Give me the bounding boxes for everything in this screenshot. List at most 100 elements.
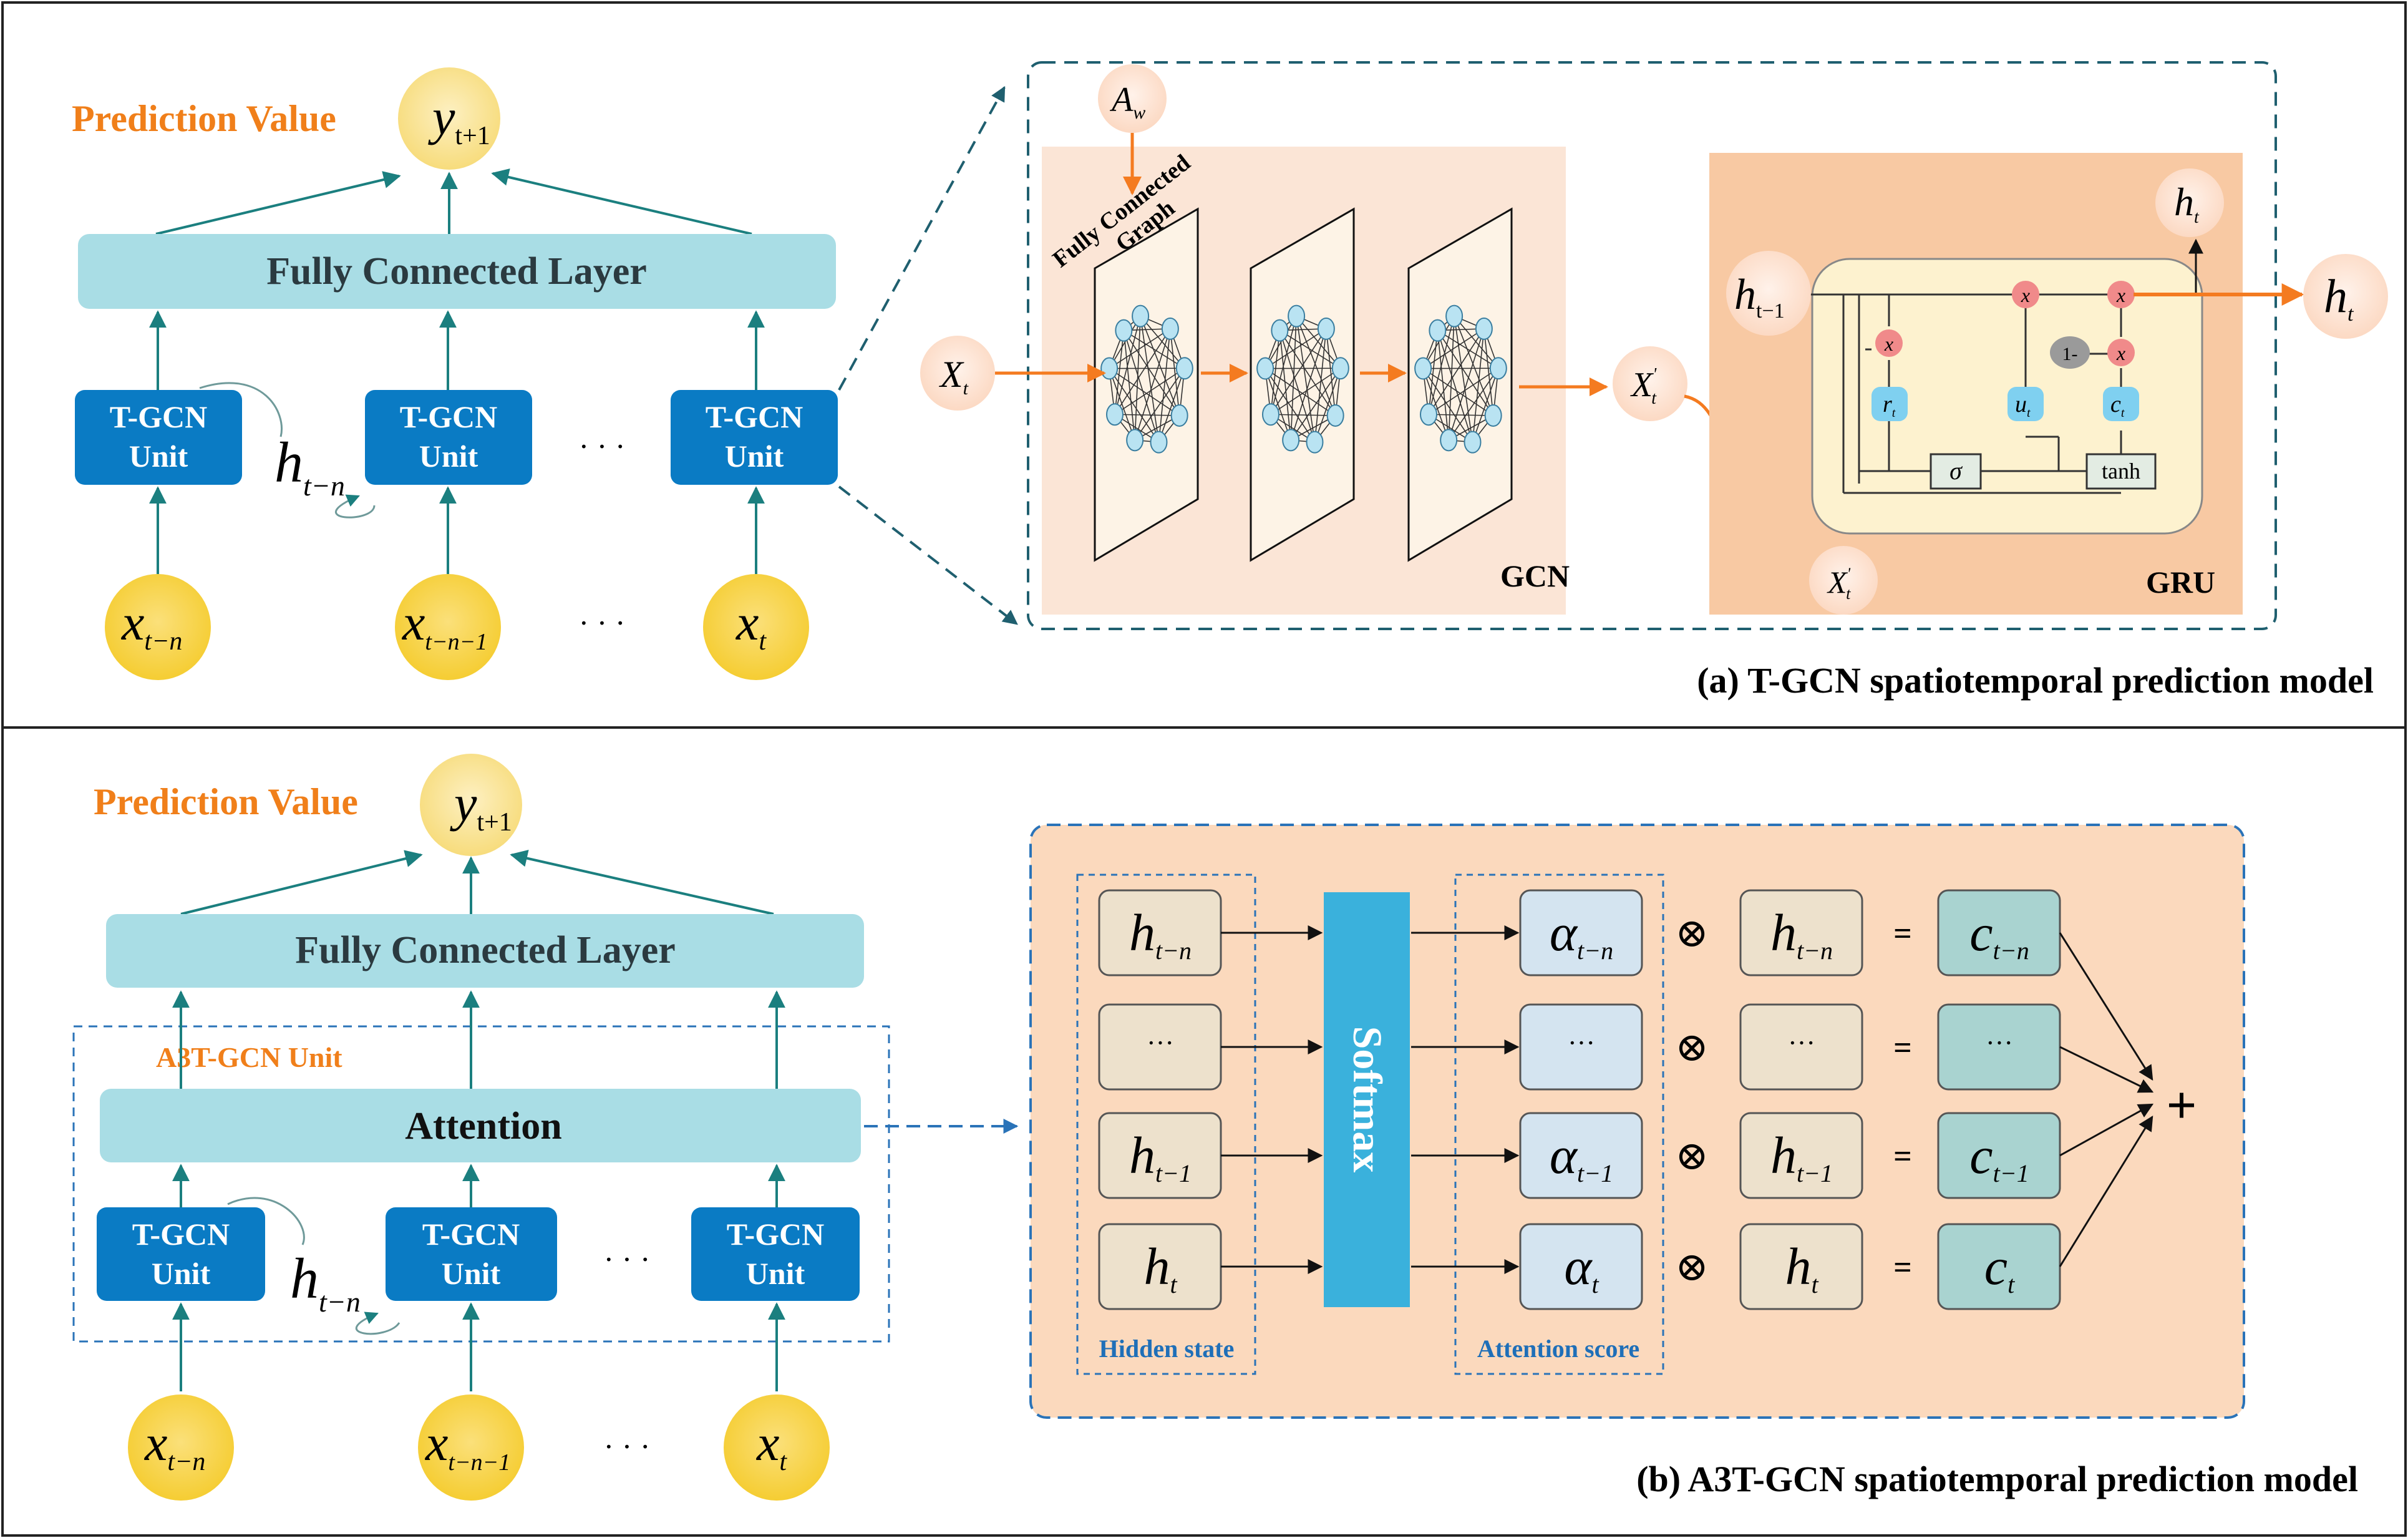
context-vector-text: ··· — [1986, 1028, 2013, 1058]
panel-a-caption: (a) T-GCN spatiotemporal prediction mode… — [1697, 660, 2374, 701]
fc-layer-b — [106, 914, 864, 988]
graph-node — [1475, 317, 1493, 340]
svg-text:T-GCN: T-GCN — [422, 1217, 520, 1252]
mult-node-top-mid: x — [2012, 281, 2039, 308]
graph-node — [1132, 304, 1150, 328]
inputs-ellipsis-b: · · · — [604, 1429, 651, 1464]
inputs-ellipsis: · · · — [579, 605, 626, 640]
hidden-state-symbol-b: ht−n — [290, 1247, 361, 1318]
graph-planes — [1094, 207, 1513, 562]
graph-node — [1271, 319, 1289, 342]
x-prime-node — [1613, 346, 1687, 421]
equals-symbol: = — [1893, 1139, 1912, 1174]
svg-text:ct: ct — [2110, 391, 2125, 420]
h-out-node — [2303, 254, 2388, 339]
svg-text:Unit: Unit — [746, 1256, 805, 1291]
x-prime-gru-node — [1809, 546, 1878, 615]
h-prev-symbol: ht−1 — [1734, 271, 1785, 323]
graph-node — [1288, 304, 1306, 328]
attention-score-text: ··· — [1568, 1028, 1595, 1058]
graph-node — [1429, 319, 1447, 342]
tgcn-unit-b-1: T-GCN Unit — [97, 1207, 265, 1301]
context-vector-text: ct−n — [1969, 904, 2029, 965]
tgcn-detail-frame — [1027, 61, 2277, 630]
equals-symbol: = — [1893, 916, 1912, 952]
attention-layer — [100, 1089, 861, 1162]
hidden-state-text: ht−1 — [1129, 1127, 1192, 1187]
svg-text:Unit: Unit — [129, 439, 188, 474]
svg-text:T-GCN: T-GCN — [727, 1217, 825, 1252]
output-node — [398, 67, 500, 170]
svg-text:xt: xt — [756, 1414, 787, 1476]
equals-symbol: = — [1893, 1250, 1912, 1285]
sigma-label: σ — [1949, 457, 1963, 485]
tgcn-unit-b-2: T-GCN Unit — [386, 1207, 557, 1301]
output-symbol: yt+1 — [428, 89, 490, 150]
otimes-symbol: ⊗ — [1675, 911, 1709, 955]
adjacency-symbol: Aw — [1109, 80, 1145, 123]
tanh-label: tanh — [2102, 459, 2140, 484]
hidden-link-bottom — [335, 494, 376, 518]
x-prime-symbol: X't — [1630, 365, 1657, 408]
graph-node — [1419, 403, 1437, 426]
graph-plane-3 — [1407, 207, 1513, 562]
arrow-fc-to-output-right-b — [510, 849, 774, 915]
fc-layer-label: Fully Connected Layer — [266, 250, 647, 293]
attention-label: Attention — [405, 1105, 561, 1147]
graph-node — [1464, 431, 1482, 454]
svg-text:Unit: Unit — [419, 439, 478, 474]
prediction-value-label-b: Prediction Value — [94, 781, 358, 822]
hidden-state-copy-box — [1739, 1112, 1863, 1199]
arrow-context-to-sum — [2059, 932, 2153, 1081]
hidden-state-group — [1076, 874, 1256, 1375]
hidden-state-copy-text: ht−n — [1770, 904, 1833, 965]
attention-row-2: ⊗=············ — [1098, 1003, 2154, 1093]
graph-node — [1105, 403, 1124, 426]
graph-node — [1326, 404, 1344, 427]
adjacency-node — [1098, 64, 1167, 133]
svg-text:ut: ut — [2015, 391, 2031, 420]
hidden-state-symbol: ht−n — [274, 431, 345, 502]
hidden-link-top — [199, 382, 283, 437]
gru-label: GRU — [2146, 565, 2215, 600]
panel-a: Prediction Value yt+1 Fully Connected La… — [72, 61, 2388, 701]
h-out-symbol: ht — [2324, 270, 2354, 326]
hidden-state-copy-text: ht — [1785, 1238, 1818, 1298]
mult-node-reset: x — [1875, 329, 1903, 357]
panel-b-frame — [1, 726, 2407, 1537]
attention-score-text: αt−1 — [1550, 1127, 1613, 1187]
hidden-state-text: ht−n — [1129, 904, 1192, 965]
input-node-3: xt — [703, 574, 809, 680]
hidden-state-copy-box — [1739, 1223, 1863, 1310]
svg-text:xt−n: xt−n — [144, 1414, 205, 1476]
attention-score-box — [1519, 1223, 1643, 1310]
x-input-node — [920, 336, 995, 411]
svg-text:1-: 1- — [2062, 344, 2078, 364]
graph-node — [1150, 431, 1168, 454]
sigma-box — [1930, 453, 1982, 490]
svg-text:x: x — [2021, 284, 2030, 306]
x-prime-gru-symbol: X't — [1827, 565, 1851, 603]
fc-layer — [78, 234, 836, 309]
arrow-fc-to-output-left-b — [180, 850, 423, 915]
zoom-line-bottom — [838, 485, 1018, 625]
h-prev-node — [1726, 251, 1811, 336]
equals-symbol: = — [1893, 1030, 1912, 1066]
graph-node — [1414, 357, 1432, 380]
output-node-b — [420, 754, 522, 856]
output-symbol-b: yt+1 — [450, 775, 512, 837]
svg-text:xt−n−1: xt−n−1 — [402, 594, 487, 655]
context-vector-text: ct−1 — [1969, 1127, 2029, 1187]
svg-text:T-GCN: T-GCN — [132, 1217, 230, 1252]
hidden-link-bottom-b — [355, 1312, 401, 1335]
h-out-top-node — [2155, 168, 2224, 237]
tgcn-unit-3: T-GCN Unit — [671, 390, 838, 485]
softmax-block — [1324, 892, 1410, 1307]
graph-node — [1484, 404, 1502, 427]
arrow-context-to-sum — [2059, 1046, 2154, 1093]
softmax-label: Softmax — [1344, 1026, 1390, 1173]
otimes-symbol: ⊗ — [1675, 1245, 1709, 1289]
svg-text:T-GCN: T-GCN — [706, 399, 803, 434]
otimes-symbol: ⊗ — [1675, 1025, 1709, 1069]
